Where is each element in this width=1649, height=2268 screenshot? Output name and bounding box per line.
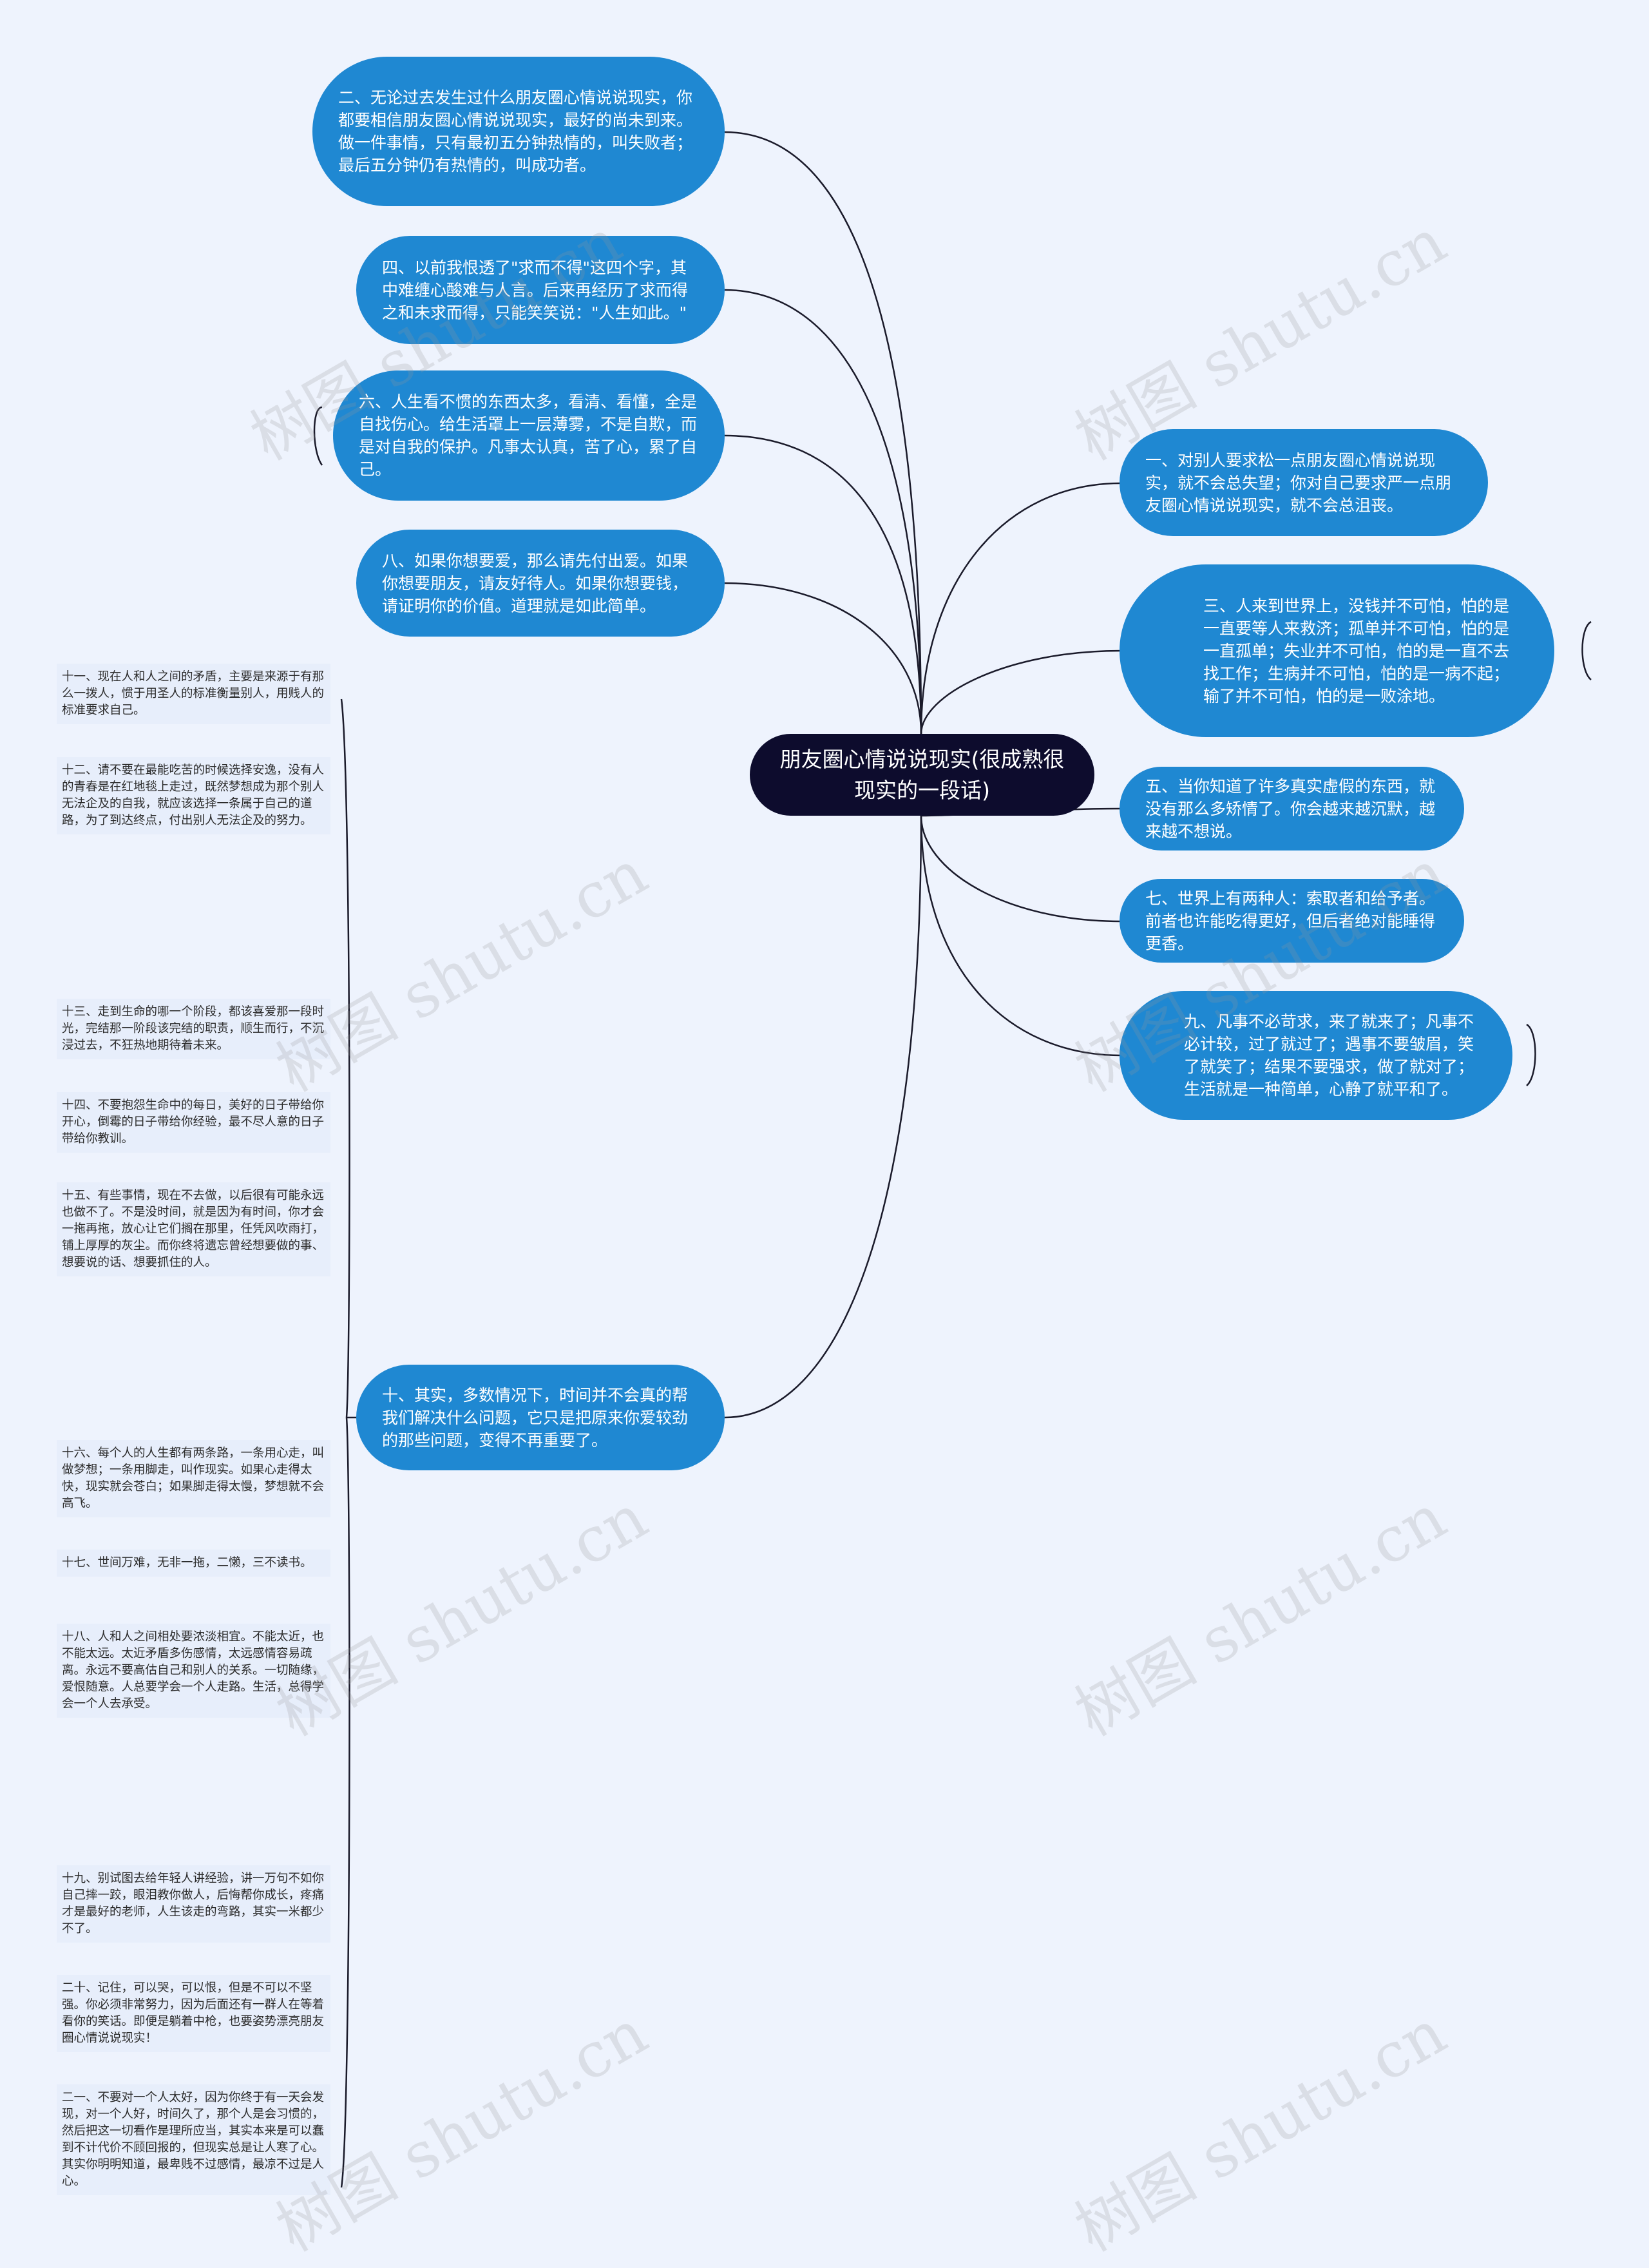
central-topic-label: 朋友圈心情说说现实(很成熟很现实的一段话) <box>779 746 1065 803</box>
leaf-note-13-text: 十三、走到生命的哪一个阶段，都该喜爱那一段时光，完结那一阶段该完结的职责，顺生而… <box>62 1005 325 1052</box>
leaf-note-16[interactable]: 十六、每个人的人生都有两条路，一条用心走，叫做梦想；一条用脚走，叫作现实。如果心… <box>57 1440 330 1517</box>
leaf-note-17[interactable]: 十七、世间万难，无非一拖，二懒，三不读书。 <box>57 1550 330 1577</box>
central-topic[interactable]: 朋友圈心情说说现实(很成熟很现实的一段话) <box>750 734 1094 816</box>
leaf-note-21-text: 二一、不要对一个人太好，因为你终于有一天会发现，对一个人好，时间久了，那个人是会… <box>62 2091 325 2188</box>
link-center-right-3 <box>920 649 1121 735</box>
topic-bubble-4[interactable]: 四、以前我恨透了"求而不得"这四个字，其中难缠心酸难与人言。后来再经历了求而得之… <box>356 236 725 344</box>
topic-bubble-10[interactable]: 十、其实，多数情况下，时间并不会真的帮我们解决什么问题，它只是把原来你爱较劲的那… <box>356 1365 725 1470</box>
leaf-note-12[interactable]: 十二、请不要在最能吃苦的时候选择安逸，没有人的青春是在红地毯上走过，既然梦想成为… <box>57 757 330 834</box>
topic-bubble-10-text: 十、其实，多数情况下，时间并不会真的帮我们解决什么问题，它只是把原来你爱较劲的那… <box>382 1385 689 1450</box>
leaf-note-21[interactable]: 二一、不要对一个人太好，因为你终于有一天会发现，对一个人好，时间久了，那个人是会… <box>57 2084 330 2195</box>
topic-bubble-7[interactable]: 七、世界上有两种人：索取者和给予者。前者也许能吃得更好，但后者绝对能睡得更香。 <box>1120 879 1464 963</box>
link-center-left-10 <box>724 815 922 1419</box>
link-center-left-4 <box>724 289 922 735</box>
link-center-left-2 <box>724 131 922 735</box>
topic-bubble-1-text: 一、对别人要求松一点朋友圈心情说说现实，就不会总失望；你对自己要求严一点朋友圈心… <box>1145 450 1452 515</box>
leaf-note-14[interactable]: 十四、不要抱怨生命中的每日，美好的日子带给你开心，倒霉的日子带给你经验，最不尽人… <box>57 1092 330 1153</box>
bracket-right-3 <box>1581 620 1592 680</box>
leaf-note-18-text: 十八、人和人之间相处要浓淡相宜。不能太近，也不能太远。太近矛盾多伤感情，太远感情… <box>62 1630 325 1711</box>
link-center-right-7 <box>920 815 1121 923</box>
topic-bubble-1[interactable]: 一、对别人要求松一点朋友圈心情说说现实，就不会总失望；你对自己要求严一点朋友圈心… <box>1120 429 1488 536</box>
topic-bubble-3[interactable]: 三、人来到世界上，没钱并不可怕，怕的是一直要等人来救济；孤单并不可怕，怕的是一直… <box>1120 564 1554 737</box>
topic-bubble-6[interactable]: 六、人生看不惯的东西太多，看清、看懂，全是自找伤心。给生活罩上一层薄雾，不是自欺… <box>333 370 725 501</box>
leaf-note-12-text: 十二、请不要在最能吃苦的时候选择安逸，没有人的青春是在红地毯上走过，既然梦想成为… <box>62 764 325 827</box>
bracket-right-9 <box>1526 1023 1536 1086</box>
topic-bubble-5-text: 五、当你知道了许多真实虚假的东西，就没有那么多矫情了。你会越来越沉默，越来越不想… <box>1145 776 1436 841</box>
topic-bubble-9[interactable]: 九、凡事不必苛求，来了就来了；凡事不必计较，过了就过了；遇事不要皱眉，笑了就笑了… <box>1120 991 1512 1120</box>
leaf-note-16-text: 十六、每个人的人生都有两条路，一条用心走，叫做梦想；一条用脚走，叫作现实。如果心… <box>62 1446 325 1510</box>
leaf-note-13[interactable]: 十三、走到生命的哪一个阶段，都该喜爱那一段时光，完结那一阶段该完结的职责，顺生而… <box>57 999 330 1059</box>
topic-bubble-2-text: 二、无论过去发生过什么朋友圈心情说说现实，你都要相信朋友圈心情说说现实，最好的尚… <box>338 88 693 175</box>
topic-bubble-9-text: 九、凡事不必苛求，来了就来了；凡事不必计较，过了就过了；遇事不要皱眉，笑了就笑了… <box>1184 1012 1474 1099</box>
leaf-note-11[interactable]: 十一、现在人和人之间的矛盾，主要是来源于有那么一拨人，惯于用圣人的标准衡量别人，… <box>57 664 330 724</box>
leaf-note-19[interactable]: 十九、别试图去给年轻人讲经验，讲一万句不如你自己摔一跤，眼泪教你做人，后悔帮你成… <box>57 1865 330 1943</box>
topic-bubble-8[interactable]: 八、如果你想要爱，那么请先付出爱。如果你想要朋友，请友好待人。如果你想要钱，请证… <box>356 530 725 637</box>
topic-bubble-7-text: 七、世界上有两种人：索取者和给予者。前者也许能吃得更好，但后者绝对能睡得更香。 <box>1145 889 1436 953</box>
link-center-left-6 <box>724 434 922 735</box>
topic-bubble-2[interactable]: 二、无论过去发生过什么朋友圈心情说说现实，你都要相信朋友圈心情说说现实，最好的尚… <box>312 57 725 206</box>
link-center-right-9 <box>920 815 1121 1057</box>
leaf-note-17-text: 十七、世间万难，无非一拖，二懒，三不读书。 <box>62 1556 312 1570</box>
topic-bubble-5[interactable]: 五、当你知道了许多真实虚假的东西，就没有那么多矫情了。你会越来越沉默，越来越不想… <box>1120 767 1464 850</box>
leaf-note-20[interactable]: 二十、记住，可以哭，可以恨，但是不可以不坚强。你必须非常努力，因为后面还有一群人… <box>57 1975 330 2052</box>
leaf-note-15[interactable]: 十五、有些事情，现在不去做，以后很有可能永远也做不了。不是没时间，就是因为有时间… <box>57 1182 330 1276</box>
leaf-note-19-text: 十九、别试图去给年轻人讲经验，讲一万句不如你自己摔一跤，眼泪教你做人，后悔帮你成… <box>62 1872 325 1936</box>
leaf-note-15-text: 十五、有些事情，现在不去做，以后很有可能永远也做不了。不是没时间，就是因为有时间… <box>62 1189 325 1269</box>
topic-bubble-8-text: 八、如果你想要爱，那么请先付出爱。如果你想要朋友，请友好待人。如果你想要钱，请证… <box>382 551 689 615</box>
topic-bubble-6-text: 六、人生看不惯的东西太多，看清、看懂，全是自找伤心。给生活罩上一层薄雾，不是自欺… <box>359 392 698 479</box>
topic-bubble-4-text: 四、以前我恨透了"求而不得"这四个字，其中难缠心酸难与人言。后来再经历了求而得之… <box>382 258 689 322</box>
link-center-right-1 <box>920 482 1121 735</box>
leaf-bracket <box>340 698 350 2188</box>
leaf-note-14-text: 十四、不要抱怨生命中的每日，美好的日子带给你开心，倒霉的日子带给你经验，最不尽人… <box>62 1099 325 1146</box>
topic-bubble-3-text: 三、人来到世界上，没钱并不可怕，怕的是一直要等人来救济；孤单并不可怕，怕的是一直… <box>1203 596 1510 706</box>
leaf-note-20-text: 二十、记住，可以哭，可以恨，但是不可以不坚强。你必须非常努力，因为后面还有一群人… <box>62 1981 325 2045</box>
bracket-left-6 <box>313 406 323 466</box>
leaf-note-11-text: 十一、现在人和人之间的矛盾，主要是来源于有那么一拨人，惯于用圣人的标准衡量别人，… <box>62 670 325 717</box>
link-center-left-8 <box>724 582 922 735</box>
leaf-note-18[interactable]: 十八、人和人之间相处要浓淡相宜。不能太近，也不能太远。太近矛盾多伤感情，太远感情… <box>57 1624 330 1718</box>
